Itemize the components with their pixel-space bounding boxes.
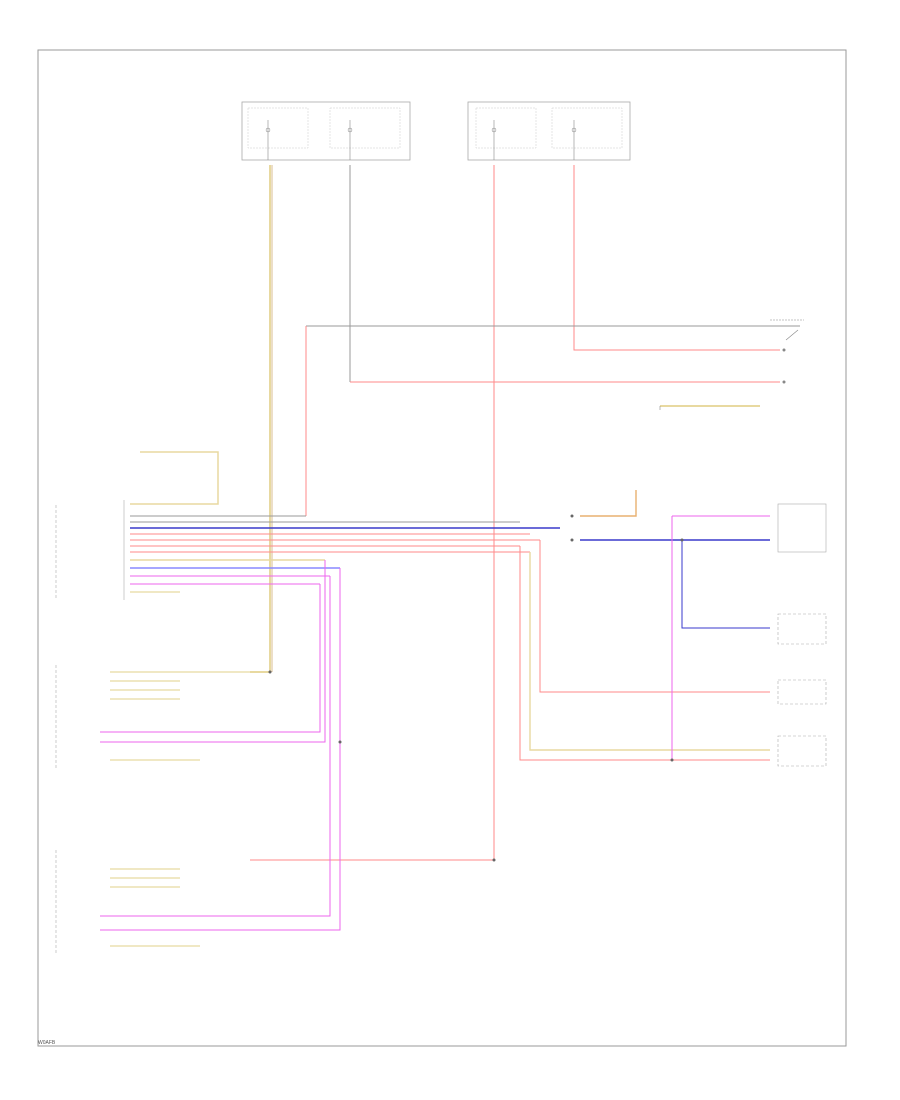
- wire-magenta-verticals: [100, 560, 341, 931]
- wire-yellow-main: [250, 165, 273, 673]
- right-modules: [777, 503, 827, 767]
- wire-bundle-horizontal: [130, 515, 560, 593]
- driver-door-module: [55, 665, 250, 770]
- passenger-door-module: [55, 850, 200, 955]
- wire-blue-right: [580, 515, 770, 760]
- ground-top: [659, 405, 760, 410]
- diagram-code: W0AFB: [38, 1040, 56, 1046]
- splice-dots: [268, 514, 684, 862]
- wire-red-switch: [573, 165, 780, 351]
- wire-gray-red-top: [349, 165, 780, 383]
- left-module-box: [55, 500, 125, 600]
- wire-yellow-ground-left: [130, 451, 219, 505]
- fuse-box-left: [241, 101, 411, 161]
- diagram-border: [37, 49, 847, 1047]
- wire-red-long: [250, 165, 495, 861]
- wire-gray-top: [305, 325, 800, 516]
- wire-red-right: [519, 540, 770, 761]
- wire-brown-connector: [580, 490, 637, 517]
- fuse-box-right: [467, 101, 631, 161]
- switch-symbol: [770, 319, 804, 384]
